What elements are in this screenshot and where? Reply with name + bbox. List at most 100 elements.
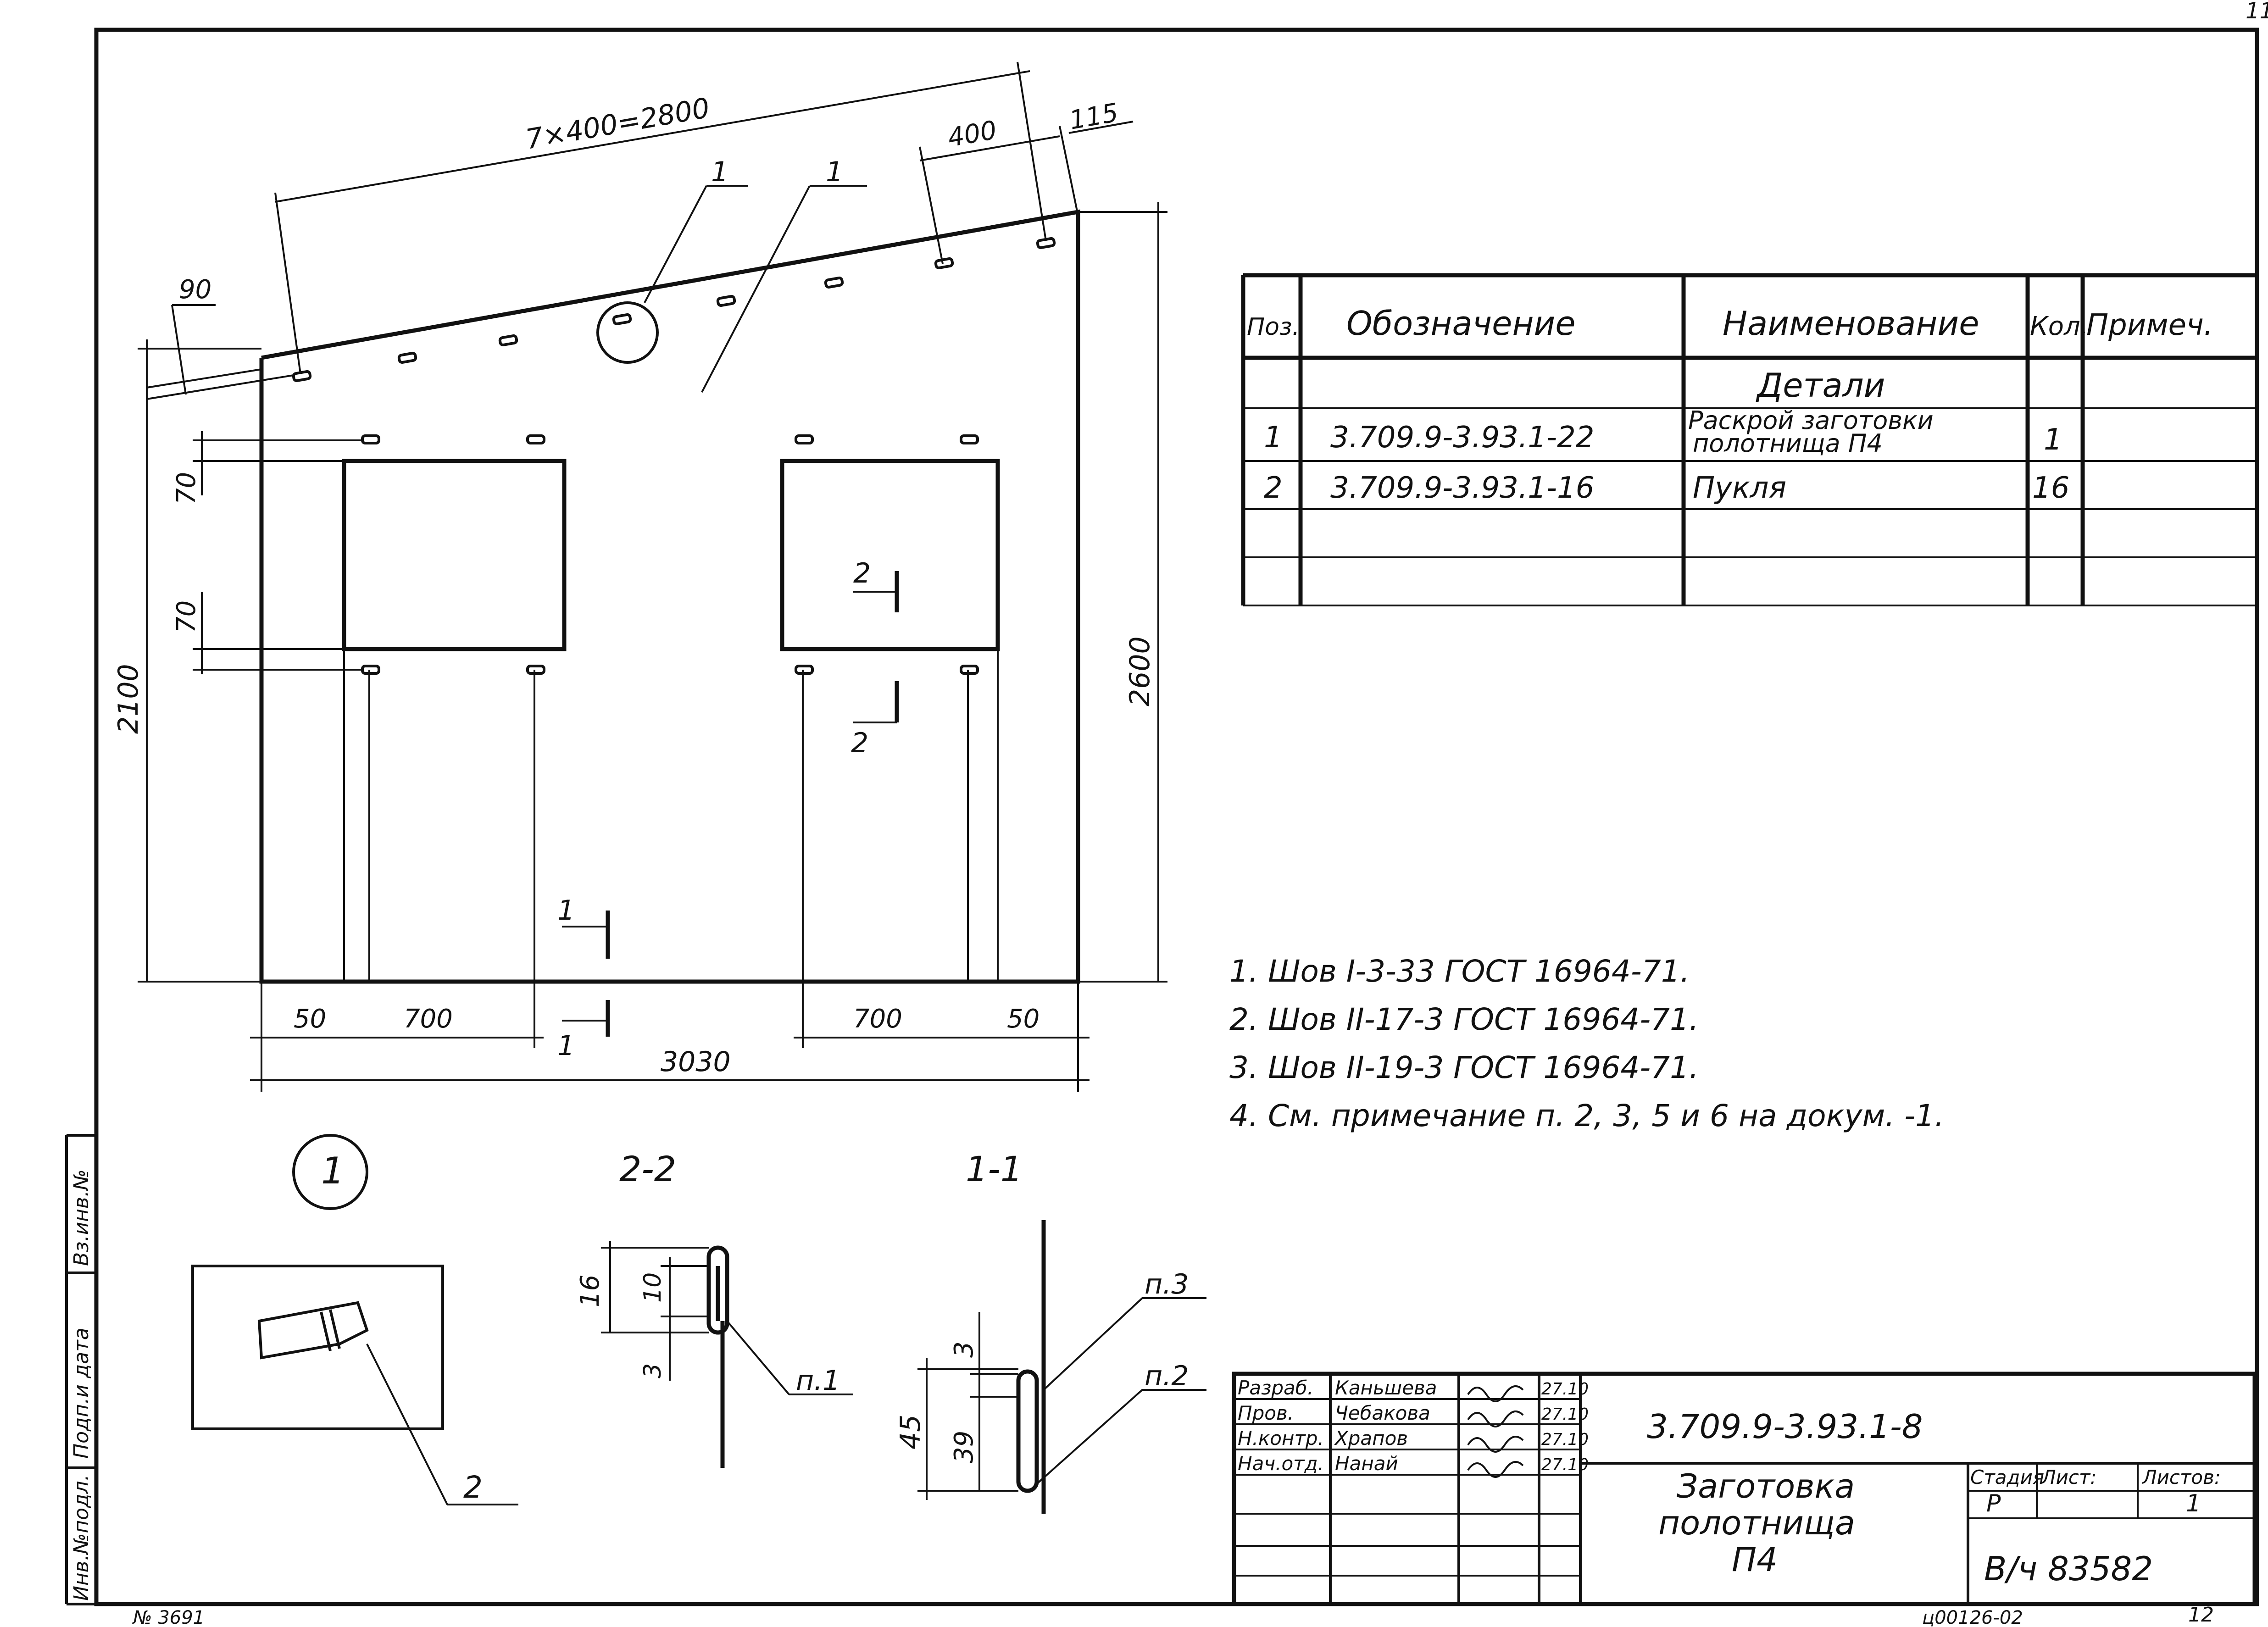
tb-title-line1: Заготовка bbox=[1677, 1467, 1855, 1505]
slot bbox=[716, 294, 736, 307]
dim-70b-label: 70 bbox=[172, 600, 201, 633]
dim-2100-label: 2100 bbox=[112, 664, 145, 734]
slot bbox=[934, 257, 954, 270]
tb-name-4: Нанай bbox=[1335, 1452, 1398, 1475]
detail-node-1-pos: 2 bbox=[463, 1470, 483, 1505]
tb-name-3: Храпов bbox=[1334, 1427, 1408, 1449]
dim-70a-label: 70 bbox=[172, 472, 201, 505]
detail-circle-1 bbox=[596, 301, 659, 364]
tb-sheets-label: Листов: bbox=[2141, 1466, 2221, 1488]
section-2-2-weld-label: п.1 bbox=[796, 1365, 840, 1397]
window-slots bbox=[361, 434, 979, 675]
spec-section-title: Детали bbox=[1756, 366, 1885, 405]
spec-row2-name: Пукля bbox=[1693, 471, 1786, 505]
outer-frame bbox=[94, 28, 2259, 1606]
spec-row1-pos: 1 bbox=[1264, 421, 1283, 455]
section-2-bottom-label: 2 bbox=[851, 727, 868, 759]
dim-spacing-label: 7×400=2800 bbox=[523, 92, 712, 155]
section-2-top-label: 2 bbox=[853, 557, 871, 589]
dim-90-label: 90 bbox=[179, 275, 211, 305]
spec-row1-name-line2: полотнища П4 bbox=[1693, 429, 1883, 458]
tb-date-4: 27.10 bbox=[1541, 1455, 1589, 1474]
panel-outline bbox=[259, 209, 1080, 984]
section-1-1-d45: 45 bbox=[895, 1415, 927, 1449]
spec-row2-designation: 3.709.9-3.93.1-16 bbox=[1330, 471, 1594, 505]
left-margin-strip: Вз.инв.№ Подп.и дата Инв.№подл. bbox=[65, 1134, 96, 1605]
margin-label-podp-data: Подп.и дата bbox=[70, 1327, 93, 1459]
note-4: 4. См. примечание п. 2, 3, 5 и 6 на доку… bbox=[1229, 1098, 1944, 1133]
slot bbox=[397, 351, 417, 364]
note-1: 1. Шов I-3-33 ГОСТ 16964-71. bbox=[1229, 954, 1690, 989]
slot bbox=[824, 276, 844, 289]
section-1-bottom-label: 1 bbox=[557, 1030, 575, 1062]
tb-signatures bbox=[1467, 1385, 1524, 1478]
tb-date-1: 27.10 bbox=[1541, 1380, 1589, 1399]
section-2-2-d16: 16 bbox=[575, 1275, 605, 1307]
tb-sheets-value: 1 bbox=[2186, 1490, 2201, 1517]
slot bbox=[292, 370, 312, 383]
section-2-2: 2-2 16 10 3 п.1 bbox=[575, 1149, 853, 1468]
tb-title-line2: полотнища bbox=[1658, 1504, 1855, 1542]
spec-header-designation: Обозначение bbox=[1346, 304, 1576, 343]
slot bbox=[498, 334, 518, 347]
tb-role-4: Нач.отд. bbox=[1238, 1452, 1324, 1475]
dim-50-left-label: 50 bbox=[294, 1004, 326, 1034]
spec-table: Поз. Обозначение Наименование Кол. Приме… bbox=[1241, 273, 2255, 606]
section-1-1-d3: 3 bbox=[949, 1341, 979, 1358]
tb-date-2: 27.10 bbox=[1541, 1405, 1589, 1424]
footer-left-stamp: № 3691 bbox=[132, 1607, 205, 1627]
spec-row2-pos: 2 bbox=[1264, 471, 1283, 505]
dim-700-left-label: 700 bbox=[404, 1004, 453, 1034]
dim-2600-label: 2600 bbox=[1124, 636, 1156, 706]
corner-sheet-number: 11 bbox=[2246, 0, 2268, 24]
tb-role-1: Разраб. bbox=[1238, 1377, 1313, 1399]
dim-2600: 2600 bbox=[1078, 202, 1167, 983]
tb-name-2: Чебакова bbox=[1335, 1402, 1430, 1424]
tb-org: В/ч 83582 bbox=[1984, 1549, 2153, 1588]
leader-1-label: 1 bbox=[711, 156, 728, 188]
tb-role-2: Пров. bbox=[1238, 1402, 1294, 1424]
tb-title-line3: П4 bbox=[1732, 1540, 1778, 1579]
dim-90: 90 bbox=[146, 275, 294, 400]
dim-bottom: 50 700 700 50 3030 bbox=[250, 982, 1090, 1092]
leader-2-label: 1 bbox=[826, 156, 843, 188]
detail-node-1: 1 2 bbox=[191, 1134, 518, 1505]
title-block: Разраб. Пров. Н.контр. Нач.отд. Каньшева… bbox=[1232, 1372, 2257, 1606]
tb-stage-value: Р bbox=[1986, 1490, 2001, 1517]
tb-role-3: Н.контр. bbox=[1238, 1427, 1324, 1449]
spec-header-pos: Поз. bbox=[1247, 313, 1300, 341]
spec-row1-designation: 3.709.9-3.93.1-22 bbox=[1330, 421, 1594, 455]
detail-node-1-label: 1 bbox=[321, 1149, 345, 1192]
dim-3030-label: 3030 bbox=[661, 1046, 731, 1078]
section-1-1-weld3-label: п.3 bbox=[1145, 1268, 1189, 1300]
tb-date-3: 27.10 bbox=[1541, 1430, 1589, 1449]
section-2-2-d10: 10 bbox=[639, 1272, 667, 1303]
spec-row2-qty: 16 bbox=[2032, 471, 2069, 505]
leader-callouts: 1 1 bbox=[644, 156, 867, 393]
section-2-2-d3: 3 bbox=[639, 1363, 667, 1378]
spec-header-qty: Кол. bbox=[2030, 311, 2089, 341]
dim-spacing: 7×400=2800 400 115 bbox=[274, 61, 1134, 374]
spec-row1-qty: 1 bbox=[2044, 423, 2062, 457]
tb-sheet-label: Лист: bbox=[2040, 1466, 2097, 1488]
footer-page: 12 bbox=[2188, 1603, 2214, 1627]
spec-header-note: Примеч. bbox=[2086, 308, 2213, 342]
slot bbox=[612, 313, 632, 326]
notes: 1. Шов I-3-33 ГОСТ 16964-71. 2. Шов II-1… bbox=[1229, 954, 1944, 1133]
section-1-top-label: 1 bbox=[557, 894, 575, 927]
dim-50-right-label: 50 bbox=[1007, 1004, 1040, 1034]
section-1-1: 1-1 3 45 39 п.3 п.2 bbox=[895, 1149, 1206, 1514]
spec-header-name: Наименование bbox=[1723, 304, 1979, 343]
section-1-1-weld2-label: п.2 bbox=[1145, 1360, 1189, 1392]
section-1-1-title: 1-1 bbox=[966, 1149, 1023, 1189]
margin-label-inv-podl: Инв.№подл. bbox=[70, 1474, 93, 1601]
tb-stage-label: Стадия bbox=[1970, 1466, 2044, 1488]
section-1-1-d39: 39 bbox=[949, 1431, 979, 1463]
section-2-2-title: 2-2 bbox=[619, 1149, 676, 1189]
note-3: 3. Шов II-19-3 ГОСТ 16964-71. bbox=[1229, 1050, 1699, 1085]
dim-115-label: 115 bbox=[1067, 98, 1121, 136]
section-markers: 2 2 1 1 bbox=[557, 557, 899, 1062]
tb-name-1: Каньшева bbox=[1335, 1377, 1437, 1399]
footer-center-code: ц00126-02 bbox=[1922, 1607, 2023, 1627]
